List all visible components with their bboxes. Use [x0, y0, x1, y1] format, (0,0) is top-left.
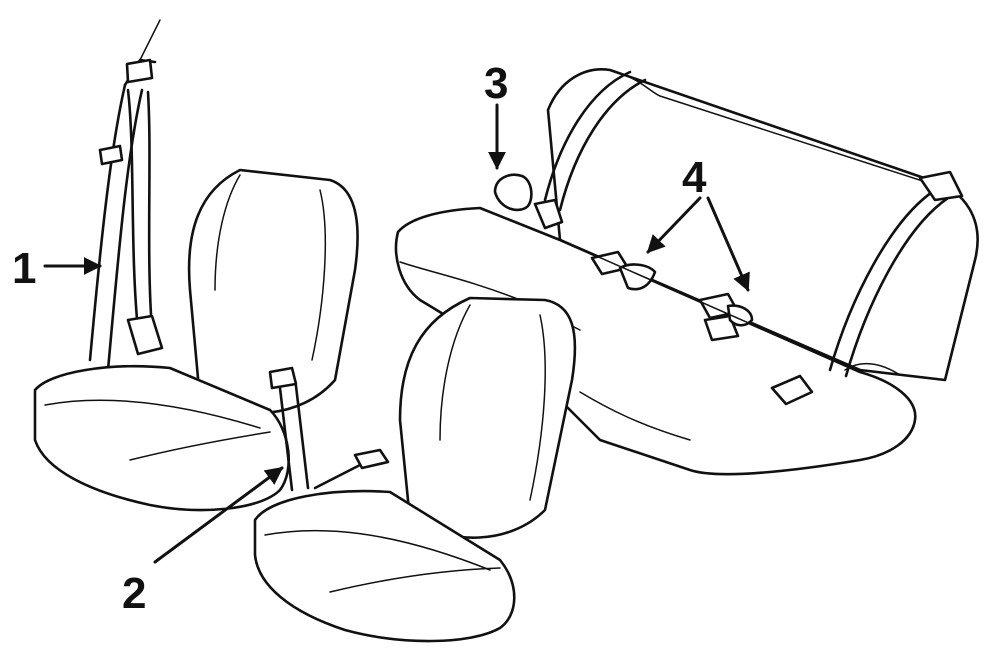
rear-bench-seat [394, 68, 979, 476]
callout-arrows [43, 103, 750, 564]
callout-labels: 1 2 3 4 [12, 59, 707, 618]
callout-arrow-4b [706, 196, 750, 292]
left-front-seat [33, 19, 359, 512]
callout-arrow-2 [153, 466, 284, 564]
callout-label-2: 2 [122, 569, 146, 618]
callout-label-1: 1 [12, 244, 36, 293]
right-front-seat [253, 296, 577, 643]
callout-label-4: 4 [682, 153, 707, 202]
callout-label-3: 3 [484, 59, 508, 108]
callout-arrow-4a [646, 196, 702, 254]
